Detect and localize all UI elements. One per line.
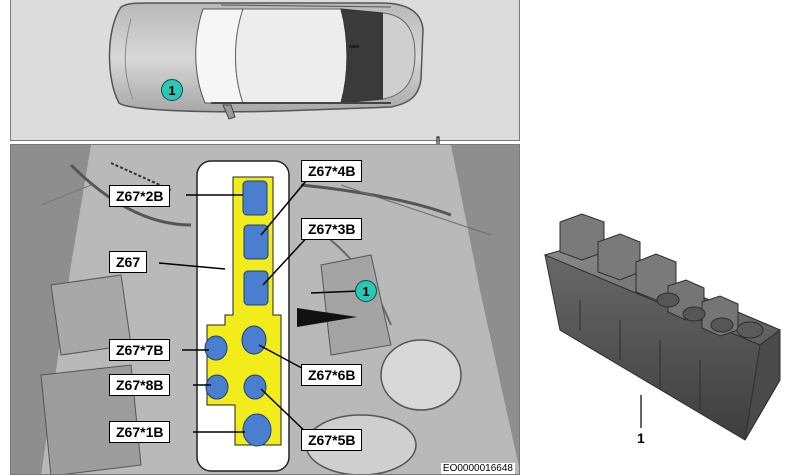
engine-bay-panel: Z67*4B Z67*2B Z67*3B Z67 Z67*7B Z67*6B Z… — [10, 144, 520, 475]
car-top-view-panel: 1 — [10, 0, 520, 141]
car-top-view-drawing — [108, 2, 424, 120]
callout-z67-8b: Z67*8B — [109, 374, 171, 396]
callout-z67: Z67 — [109, 251, 148, 273]
part-number-label: 1 — [637, 430, 645, 446]
location-marker-engine-bay: 1 — [355, 280, 377, 302]
callout-z67-6b: Z67*6B — [301, 364, 363, 386]
callout-z67-1b: Z67*1B — [109, 421, 171, 443]
callout-z67-2b: Z67*2B — [109, 185, 171, 207]
callout-z67-7b: Z67*7B — [109, 339, 171, 361]
callout-z67-5b: Z67*5B — [301, 429, 363, 451]
engine-bay-drawing — [11, 145, 519, 474]
location-marker-top: 1 — [161, 79, 183, 101]
callout-z67-3b: Z67*3B — [301, 218, 363, 240]
figure-code: EO0000016648 — [440, 463, 515, 474]
callout-z67-4b: Z67*4B — [301, 160, 363, 182]
